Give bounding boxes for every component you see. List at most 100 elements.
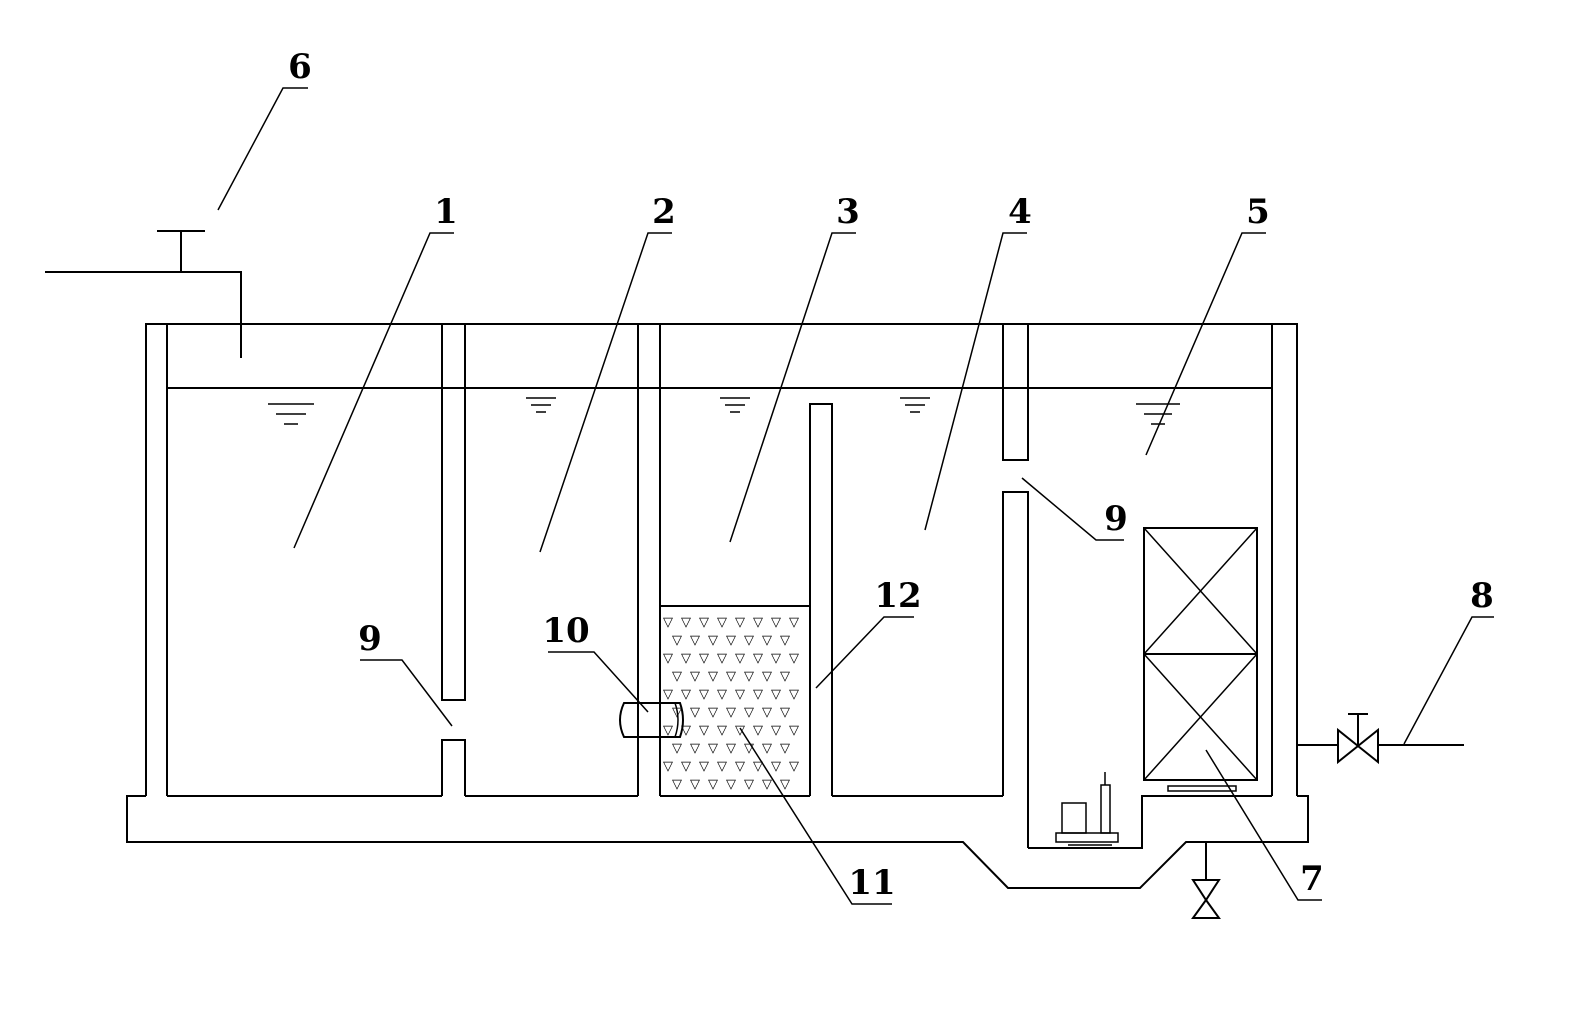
label-8: 8 xyxy=(1470,576,1494,616)
label-11: 11 xyxy=(848,863,895,903)
media-glyph: ▽ xyxy=(681,723,691,738)
media-glyph: ▽ xyxy=(735,723,745,738)
label-10: 10 xyxy=(542,611,589,651)
media-glyph: ▽ xyxy=(717,759,727,774)
media-glyph: ▽ xyxy=(744,705,754,720)
label-5: 5 xyxy=(1246,192,1270,232)
media-glyph: ▽ xyxy=(789,687,799,702)
media-glyph: ▽ xyxy=(663,759,673,774)
media-glyph: ▽ xyxy=(753,687,763,702)
media-glyph: ▽ xyxy=(726,705,736,720)
inlet-pipe xyxy=(45,230,242,358)
media-glyph: ▽ xyxy=(789,615,799,630)
media-glyph: ▽ xyxy=(762,741,772,756)
media-glyph: ▽ xyxy=(663,615,673,630)
media-glyph: ▽ xyxy=(771,759,781,774)
media-glyph: ▽ xyxy=(717,723,727,738)
media-glyph: ▽ xyxy=(699,687,709,702)
media-glyph: ▽ xyxy=(771,651,781,666)
media-glyph: ▽ xyxy=(744,777,754,792)
media-glyph: ▽ xyxy=(708,741,718,756)
media-glyph: ▽ xyxy=(699,615,709,630)
media-glyph: ▽ xyxy=(699,651,709,666)
filter-module xyxy=(1143,527,1258,792)
label-4: 4 xyxy=(1008,192,1032,232)
partition-wall-3 xyxy=(1002,324,1029,848)
media-glyph: ▽ xyxy=(681,687,691,702)
media-glyph: ▽ xyxy=(762,705,772,720)
drain-valve xyxy=(1191,842,1221,919)
media-glyph: ▽ xyxy=(753,651,763,666)
outlet-pipe xyxy=(1297,713,1464,765)
media-glyph: ▽ xyxy=(780,633,790,648)
media-glyph: ▽ xyxy=(708,705,718,720)
media-glyph: ▽ xyxy=(762,633,772,648)
media-glyph: ▽ xyxy=(789,651,799,666)
label-2: 2 xyxy=(652,192,676,232)
partition-wall-2 xyxy=(637,324,661,796)
media-glyph: ▽ xyxy=(708,669,718,684)
label-12: 12 xyxy=(874,576,921,616)
water-level-symbols xyxy=(268,397,1180,425)
label-9-right: 9 xyxy=(1104,499,1128,539)
media-glyph: ▽ xyxy=(771,723,781,738)
filter-media: ▽ ▽ ▽ ▽ ▽ ▽ ▽ ▽ ▽ ▽ ▽ ▽ ▽ ▽ ▽ ▽ ▽ ▽ ▽ ▽ ▽ ▽ ▽ ▽ ▽ ▽ ▽ ▽ ▽ ▽ ▽ ▽ ▽ ▽ ▽ ▽ ▽ ▽ ▽ ▽… xyxy=(660,605,810,792)
media-glyph: ▽ xyxy=(726,633,736,648)
media-glyph: ▽ xyxy=(753,759,763,774)
media-glyph: ▽ xyxy=(681,615,691,630)
media-glyph: ▽ xyxy=(672,669,682,684)
media-glyph: ▽ xyxy=(663,687,673,702)
partition-wall-1 xyxy=(441,324,466,796)
media-glyph: ▽ xyxy=(663,651,673,666)
tank-outer-wall xyxy=(126,323,1309,889)
media-glyph: ▽ xyxy=(726,741,736,756)
media-glyph: ▽ xyxy=(690,777,700,792)
media-glyph: ▽ xyxy=(762,669,772,684)
media-glyph: ▽ xyxy=(717,687,727,702)
media-glyph: ▽ xyxy=(699,759,709,774)
media-glyph: ▽ xyxy=(762,777,772,792)
media-glyph: ▽ xyxy=(690,705,700,720)
media-glyph: ▽ xyxy=(708,633,718,648)
media-glyph: ▽ xyxy=(708,777,718,792)
media-glyph: ▽ xyxy=(663,723,673,738)
media-glyph: ▽ xyxy=(744,633,754,648)
media-glyph: ▽ xyxy=(699,723,709,738)
media-glyph: ▽ xyxy=(690,633,700,648)
media-glyph: ▽ xyxy=(690,669,700,684)
label-3: 3 xyxy=(836,192,860,232)
media-glyph: ▽ xyxy=(735,615,745,630)
media-glyph: ▽ xyxy=(753,723,763,738)
media-glyph: ▽ xyxy=(681,651,691,666)
media-glyph: ▽ xyxy=(672,633,682,648)
media-glyph: ▽ xyxy=(780,777,790,792)
label-9-left: 9 xyxy=(358,619,382,659)
media-glyph: ▽ xyxy=(789,759,799,774)
media-glyph: ▽ xyxy=(726,777,736,792)
leader-lines xyxy=(217,87,1494,905)
filter-media-glyphs: ▽ ▽ ▽ ▽ ▽ ▽ ▽ ▽ ▽ ▽ ▽ ▽ ▽ ▽ ▽ ▽ ▽ ▽ ▽ ▽ ▽ ▽ ▽ ▽ ▽ ▽ ▽ ▽ ▽ ▽ ▽ ▽ ▽ ▽ ▽ ▽ ▽ ▽ ▽ ▽… xyxy=(663,615,799,792)
media-glyph: ▽ xyxy=(672,741,682,756)
pipe-fitting xyxy=(619,702,684,738)
media-glyph: ▽ xyxy=(780,669,790,684)
media-glyph: ▽ xyxy=(789,723,799,738)
media-glyph: ▽ xyxy=(735,759,745,774)
media-glyph: ▽ xyxy=(690,741,700,756)
media-glyph: ▽ xyxy=(780,741,790,756)
sump-pit xyxy=(1028,795,1272,849)
pump xyxy=(1055,772,1119,846)
media-glyph: ▽ xyxy=(735,651,745,666)
media-glyph: ▽ xyxy=(717,615,727,630)
media-glyph: ▽ xyxy=(681,759,691,774)
callout-labels: 6 1 2 3 4 5 9 9 10 12 8 7 11 xyxy=(288,47,1494,903)
label-7: 7 xyxy=(1300,859,1324,899)
media-glyph: ▽ xyxy=(771,615,781,630)
media-glyph: ▽ xyxy=(780,705,790,720)
media-glyph: ▽ xyxy=(672,777,682,792)
media-glyph: ▽ xyxy=(726,669,736,684)
label-6: 6 xyxy=(288,47,312,87)
media-glyph: ▽ xyxy=(771,687,781,702)
media-glyph: ▽ xyxy=(744,741,754,756)
